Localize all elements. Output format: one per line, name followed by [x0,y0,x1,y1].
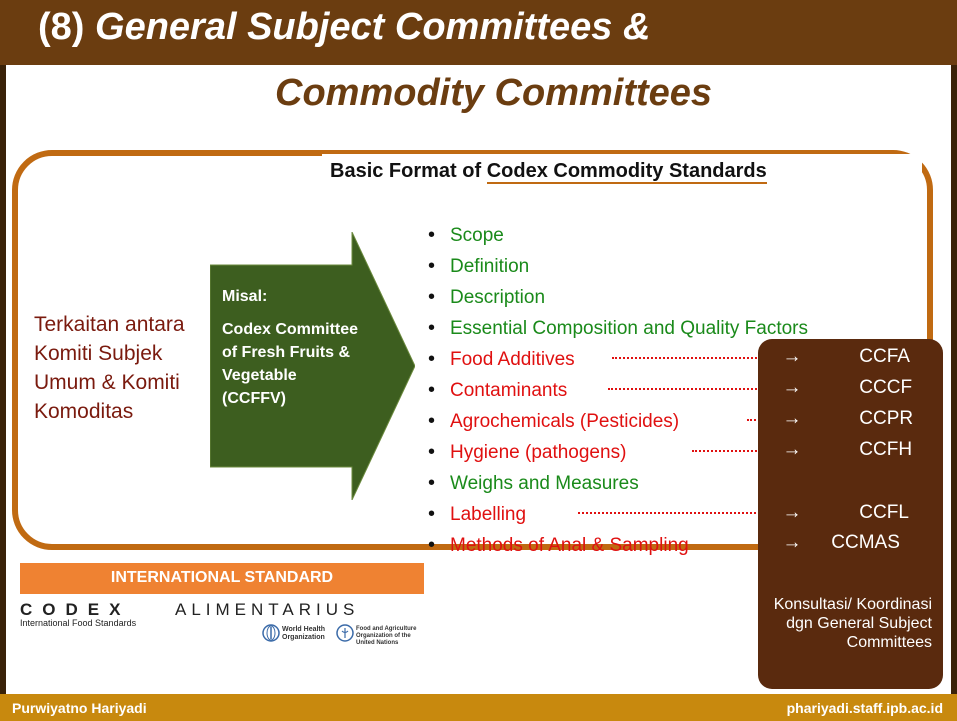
header-background [322,154,922,194]
committee-ccfa: → CCFA [772,346,910,368]
konsultasi-note: Konsultasi/ Koordinasi dgn General Subje… [773,596,932,651]
slide-title-line1: (8) General Subject Committees & [38,6,650,49]
dotted-leader-labelling [578,512,760,514]
codex-subtitle: International Food Standards [20,618,137,628]
arrow-right-icon: → [782,502,802,523]
list-item-contaminants: Contaminants [426,375,808,406]
list-item-composition: Essential Composition and Quality Factor… [426,313,808,344]
list-item-agrochemicals: Agrochemicals (Pesticides) [426,406,808,437]
standard-format-list: Scope Definition Description Essential C… [426,220,808,561]
frame-right-border [951,0,957,721]
arrow-misal: Misal: [222,288,268,305]
committee-code: CCCF [859,377,913,398]
international-standard-text: INTERNATIONAL STANDARD [110,569,334,586]
committee-code: CCMAS [831,532,900,553]
dotted-leader-agrochemicals [747,419,760,421]
committee-code: CCFH [859,439,913,460]
list-item-labelling: Labelling [426,499,808,530]
arrow-right-icon: → [782,439,802,460]
list-item-methods: Methods of Anal & Sampling [426,530,808,561]
committee-code: CCFA [859,346,910,367]
who-logo-icon [262,624,280,642]
list-item-weighs-measures: Weighs and Measures [426,468,808,499]
arrow-body: Codex Committee of Fresh Fruits & Vegeta… [222,321,359,407]
footer-bar [0,694,957,721]
arrow-right-icon: → [782,346,802,367]
heading-underlined: Codex Commodity Standards [486,160,767,184]
committee-ccfl: → CCFL [772,502,909,524]
description-text: Terkaitan antara Komiti Subjek Umum & Ko… [34,313,185,423]
committee-ccfh: → CCFH [772,439,913,461]
arrow-label: Misal: Codex Committee of Fresh Fruits &… [222,285,362,410]
international-standard-banner [20,563,424,594]
slide-number: (8) [38,6,85,48]
dotted-leader-hygiene [692,450,760,452]
heading-prefix: Basic Format of [330,160,487,182]
committee-ccpr: → CCPR [772,408,914,430]
list-item-hygiene: Hygiene (pathogens) [426,437,808,468]
list-item-definition: Definition [426,251,808,282]
list-item-scope: Scope [426,220,808,251]
committee-ccmas: → CCMAS [772,532,900,554]
arrow-right-icon: → [782,377,802,398]
slide-title-text: General Subject Committees & [95,6,651,48]
list-item-food-additives: Food Additives [426,344,808,375]
footer-site: phariyadi.staff.ipb.ac.id [786,700,943,716]
arrow-shape [210,232,415,500]
fao-logo-icon [336,624,354,642]
committee-code: CCFL [859,502,909,523]
frame-left-border [0,0,6,721]
codex-logo-text: CODEX [20,600,131,619]
arrow-right-icon: → [782,532,802,553]
list-item-description: Description [426,282,808,313]
footer-author: Purwiyatno Hariyadi [12,700,147,716]
fao-text: Food and Agriculture Organization of the… [356,626,417,646]
committee-cccf: → CCCF [772,377,913,399]
slide-title-line2: Commodity Committees [275,72,713,114]
title-bar [0,0,957,65]
section-heading: Basic Format of Codex Commodity Standard… [330,160,767,184]
alimentarius-logo-text: ALIMENTARIUS [175,600,360,619]
committee-panel [758,339,943,689]
who-text: World Health Organization [282,626,326,641]
dotted-leader-contaminants [608,388,760,390]
arrow-right-icon: → [782,408,802,429]
dotted-leader-food-additives [612,357,760,359]
committee-code: CCPR [859,408,914,429]
